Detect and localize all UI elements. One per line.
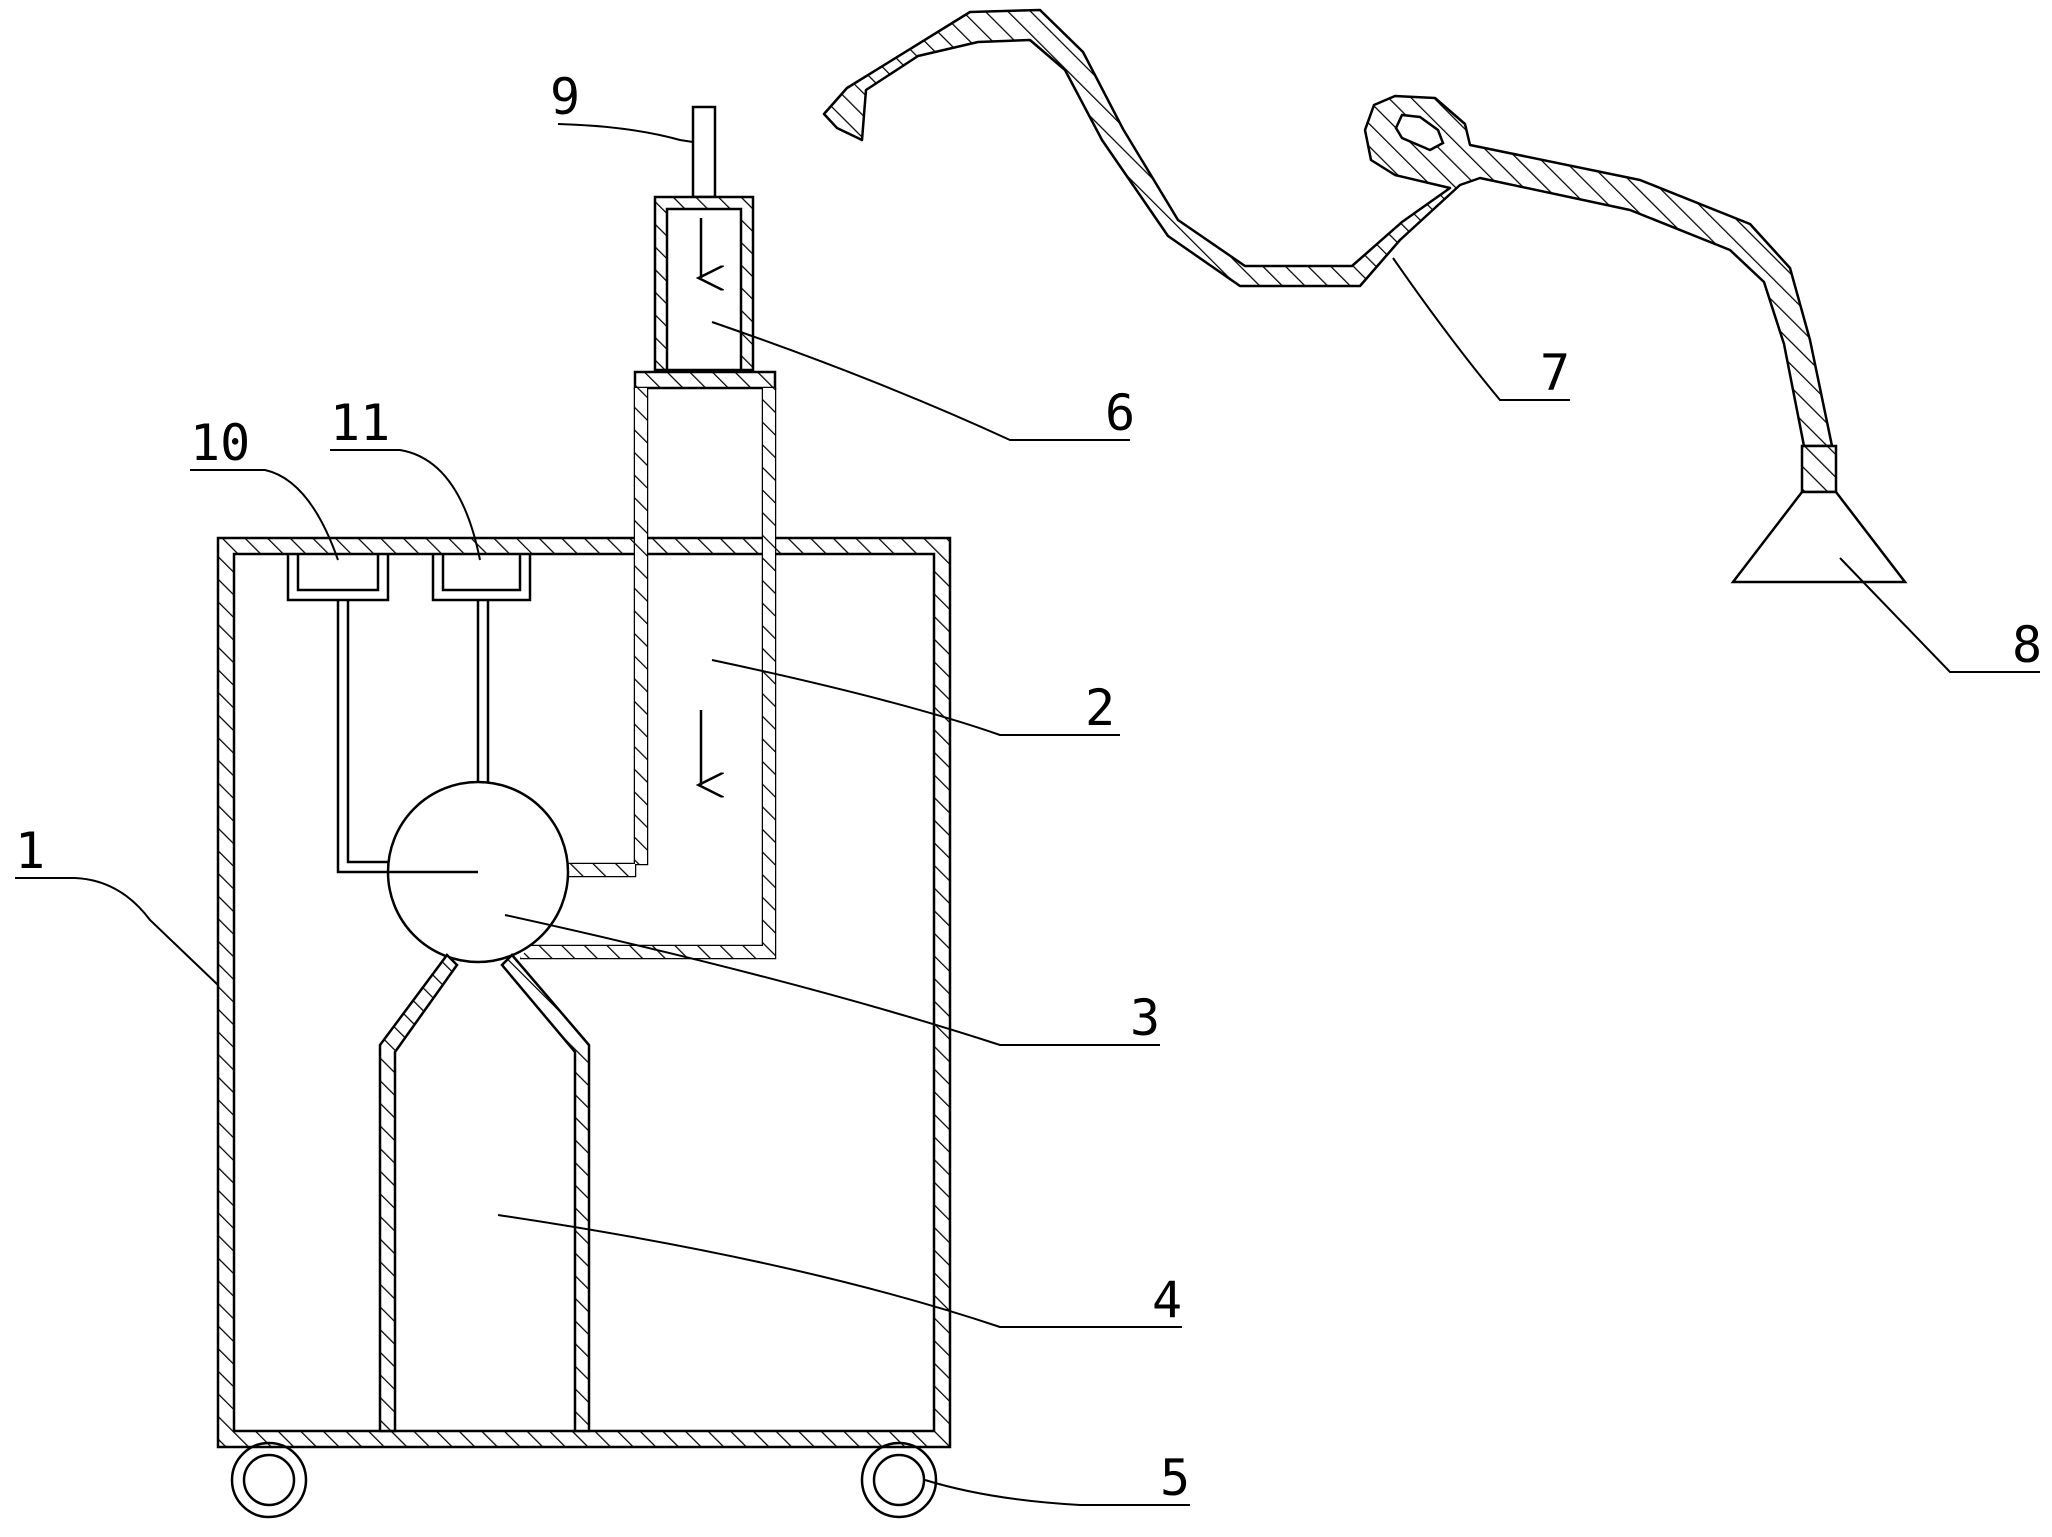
top-rod	[691, 105, 717, 199]
label-sensor-a: 10	[190, 414, 250, 472]
inlet-pipe	[653, 195, 755, 372]
label-wheels: 5	[1160, 1449, 1190, 1507]
flexible-hose	[822, 8, 1834, 448]
filter	[378, 953, 591, 1433]
label-housing: 1	[15, 822, 45, 880]
label-fan: 3	[1130, 989, 1160, 1047]
label-suction-hood: 8	[2012, 616, 2042, 674]
sensor-b	[388, 554, 532, 874]
housing-wall	[216, 536, 952, 1449]
label-filter: 4	[1152, 1271, 1182, 1329]
inner-duct-left	[562, 388, 647, 876]
label-inner-duct: 2	[1085, 679, 1115, 737]
label-top-rod: 9	[550, 68, 580, 126]
hood-collar	[1800, 444, 1838, 494]
inner-duct-top	[633, 370, 777, 390]
label-inlet-pipe: 6	[1105, 384, 1135, 442]
sensor-a	[286, 554, 390, 874]
label-sensor-b: 11	[330, 394, 390, 452]
label-underlines	[15, 449, 380, 879]
leader-lines	[15, 123, 2040, 1506]
suction-hood	[1730, 490, 1908, 584]
wheel-left	[230, 1441, 308, 1519]
label-flexible-hose: 7	[1540, 344, 1570, 402]
hose-loop-inner	[1394, 113, 1445, 152]
wheel-right	[860, 1441, 938, 1519]
